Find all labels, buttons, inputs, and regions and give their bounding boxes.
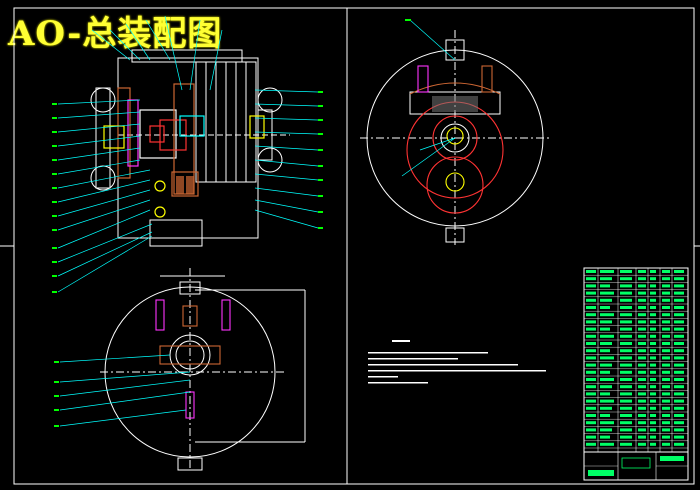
side-view [360,19,550,245]
top-view [54,268,306,471]
parts-list-table [583,267,689,481]
technical-notes [368,340,546,384]
front-sectional-view [52,15,323,293]
drawing-title: AO-总装配图 [8,14,223,54]
title-block [583,451,689,481]
sheet-frame [0,7,700,485]
